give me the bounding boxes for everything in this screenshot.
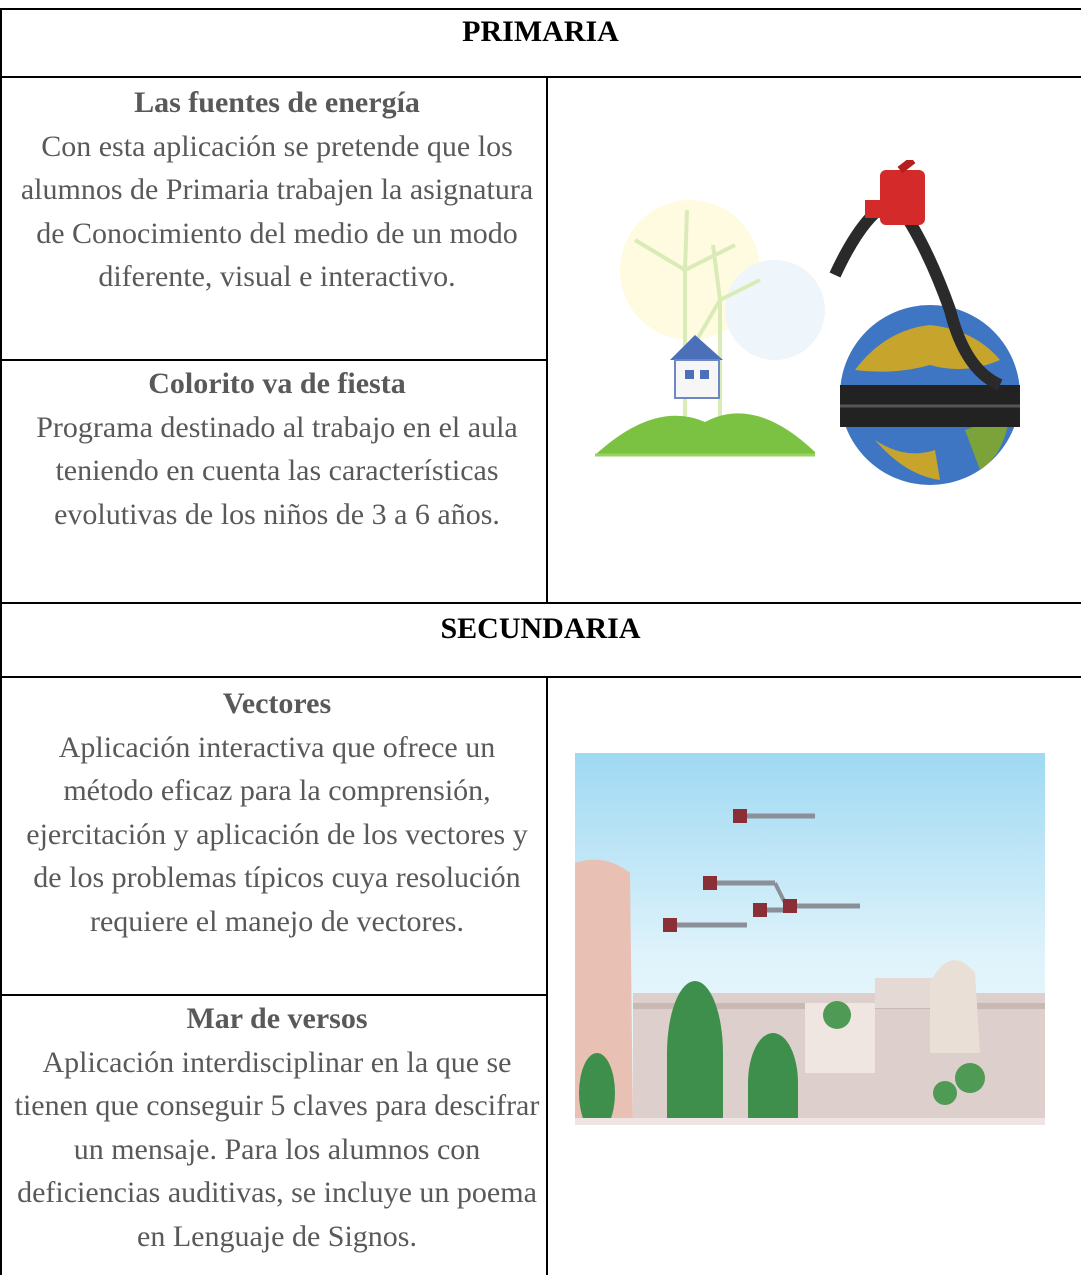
primaria-item-colorito: Colorito va de fiesta Programa destinado… [12,362,542,536]
item-title: Colorito va de fiesta [148,367,406,400]
item-description: Con esta aplicación se pretende que los … [20,129,534,294]
secundaria-header-divider [0,676,1081,678]
table-border-top [0,8,1081,10]
item-title: Vectores [222,687,332,720]
secundaria-header: SECUNDARIA [440,612,641,645]
item-description: Aplicación interdisciplinar en la que se… [14,1045,540,1253]
item-title: Las fuentes de energía [134,86,420,119]
table-border-left [0,8,2,1275]
primaria-header-divider [0,76,1081,78]
secundaria-section-divider [0,602,1081,604]
secundaria-column-divider [546,676,548,1275]
item-description: Programa destinado al trabajo en el aula… [36,410,518,531]
energy-sources-illustration [595,160,1020,485]
primaria-row-divider [0,359,547,361]
secundaria-item-mar-de-versos: Mar de versos Aplicación interdisciplina… [12,997,542,1258]
primaria-column-divider [546,76,548,603]
item-description: Aplicación interactiva que ofrece un mét… [26,730,528,938]
secundaria-row-divider [0,994,547,996]
item-title: Mar de versos [186,1002,368,1035]
secundaria-item-vectores: Vectores Aplicación interactiva que ofre… [12,682,542,943]
primaria-item-fuentes-energia: Las fuentes de energía Con esta aplicaci… [12,81,542,299]
primaria-header: PRIMARIA [462,15,619,48]
vectors-illustration [575,753,1045,1125]
